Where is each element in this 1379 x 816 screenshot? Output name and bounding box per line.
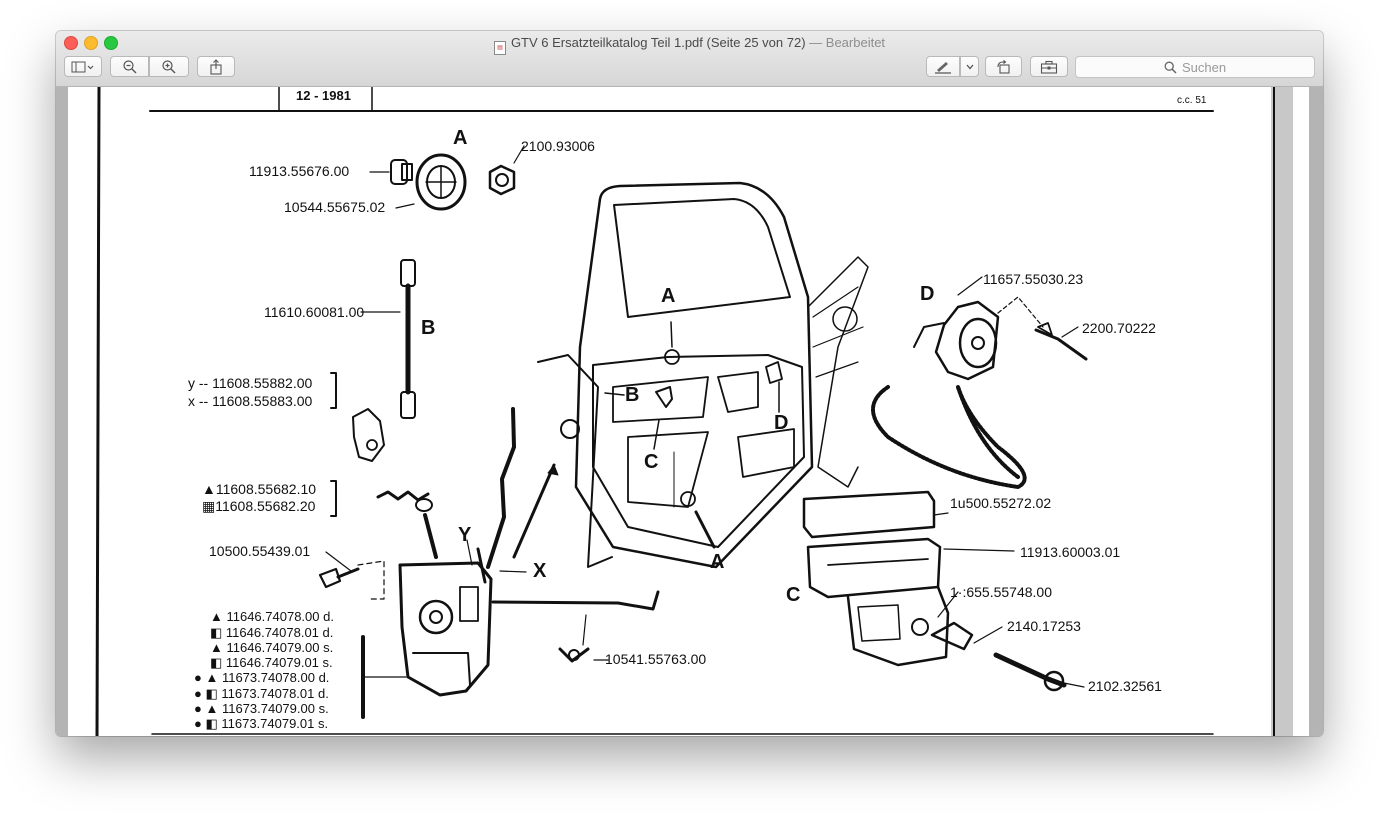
- toolbox-icon: [1040, 60, 1058, 74]
- lock-list-item: ● ◧ 11673.74078.01 d.: [194, 686, 329, 701]
- part-11608-55682-10: ▲11608.55682.10: [202, 481, 317, 497]
- chevron-down-icon: [966, 64, 973, 69]
- document-title: GTV 6 Ersatzteilkatalog Teil 1.pdf (Seit…: [510, 35, 806, 50]
- share-icon: [210, 58, 222, 75]
- zoom-button[interactable]: [104, 36, 118, 50]
- preview-window: ▤ GTV 6 Ersatzteilkatalog Teil 1.pdf (Sei…: [56, 31, 1323, 736]
- lock-list-item: ● ▲ 11673.74079.00 s.: [194, 701, 329, 716]
- minimize-button[interactable]: [84, 36, 98, 50]
- callout-a-door: A: [661, 285, 676, 307]
- callout-b-door: B: [625, 384, 640, 406]
- window-title: ▤ GTV 6 Ersatzteilkatalog Teil 1.pdf (Sei…: [56, 35, 1323, 55]
- lock-list-item: ◧ 11646.74078.01 d.: [210, 625, 334, 640]
- callout-b-left: B: [421, 317, 436, 339]
- part-2102-32561: 2102.32561: [1088, 678, 1162, 694]
- rotate-icon: [996, 59, 1010, 74]
- lock-list-item: ● ◧ 11673.74079.01 s.: [194, 716, 329, 731]
- zoom-out-button[interactable]: [110, 56, 149, 77]
- zoom-out-icon: [122, 59, 136, 73]
- pdf-page: 12 - 1981 c.c. 51 A 2100.93006 11913.556…: [68, 87, 1309, 736]
- rotate-button[interactable]: [985, 56, 1022, 77]
- markup-button[interactable]: [926, 56, 960, 77]
- part-10541-55763: 10541.55763.00: [605, 651, 707, 667]
- share-button[interactable]: [197, 56, 235, 77]
- part-11608-55682-20: ▦11608.55682.20: [202, 498, 316, 514]
- search-field[interactable]: Suchen: [1075, 56, 1315, 78]
- callout-c-right: C: [786, 584, 801, 606]
- part-2140-17253: 2140.17253: [1007, 618, 1081, 634]
- callout-d-door: D: [774, 412, 789, 434]
- exploded-parts-drawing: [95, 87, 1293, 736]
- title-bar: ▤ GTV 6 Ersatzteilkatalog Teil 1.pdf (Sei…: [56, 31, 1323, 87]
- close-button[interactable]: [64, 36, 78, 50]
- sidebar-toggle-button[interactable]: [64, 56, 102, 77]
- part-11655-55748: 1·:655.55748.00: [950, 584, 1052, 600]
- document-viewport[interactable]: 12 - 1981 c.c. 51 A 2100.93006 11913.556…: [56, 87, 1323, 736]
- callout-a-door-bottom: A: [710, 551, 725, 573]
- callout-y: Y: [458, 524, 472, 546]
- zoom-in-button[interactable]: [149, 56, 189, 77]
- callout-d-right: D: [920, 283, 935, 305]
- search-icon: [1164, 61, 1177, 74]
- pdf-document-icon: ▤: [493, 41, 506, 55]
- lock-list-item: ▲ 11646.74079.00 s.: [210, 640, 334, 655]
- callout-a-top: A: [453, 127, 468, 149]
- part-10500-55439: 10500.55439.01: [209, 543, 311, 559]
- markup-menu-button[interactable]: [960, 56, 979, 77]
- toolbox-button[interactable]: [1030, 56, 1068, 77]
- part-11608-55882: y -- 11608.55882.00: [188, 375, 313, 391]
- zoom-in-icon: [162, 59, 176, 73]
- title-separator: —: [809, 35, 823, 50]
- lock-list-item: ▲ 11646.74078.00 d.: [210, 609, 334, 624]
- search-placeholder: Suchen: [1181, 59, 1227, 75]
- part-2100-93006: 2100.93006: [521, 138, 595, 154]
- part-10500-55272: 1u500.55272.02: [950, 495, 1052, 511]
- sidebar-icon: [71, 61, 94, 72]
- part-10544-55675: 10544.55675.02: [284, 199, 386, 215]
- callout-x: X: [533, 560, 547, 582]
- lock-list-item: ● ▲ 11673.74078.00 d.: [194, 670, 330, 685]
- part-2200-70222: 2200.70222: [1082, 320, 1156, 336]
- part-11657-55030: 11657.55030.23: [983, 271, 1084, 287]
- pen-markup-icon: [935, 61, 951, 74]
- lock-list-item: ◧ 11646.74079.01 s.: [210, 655, 333, 670]
- callout-c-door: C: [644, 451, 659, 473]
- part-11608-55883: x -- 11608.55883.00: [188, 393, 313, 409]
- part-11913-60003: 11913.60003.01: [1020, 544, 1121, 560]
- title-status: Bearbeitet: [825, 35, 886, 50]
- header-ref: c.c. 51: [1177, 95, 1207, 106]
- header-date: 12 - 1981: [296, 88, 351, 103]
- part-11913-55676: 11913.55676.00: [249, 163, 350, 179]
- part-11610-60081: 11610.60081.00: [264, 304, 365, 320]
